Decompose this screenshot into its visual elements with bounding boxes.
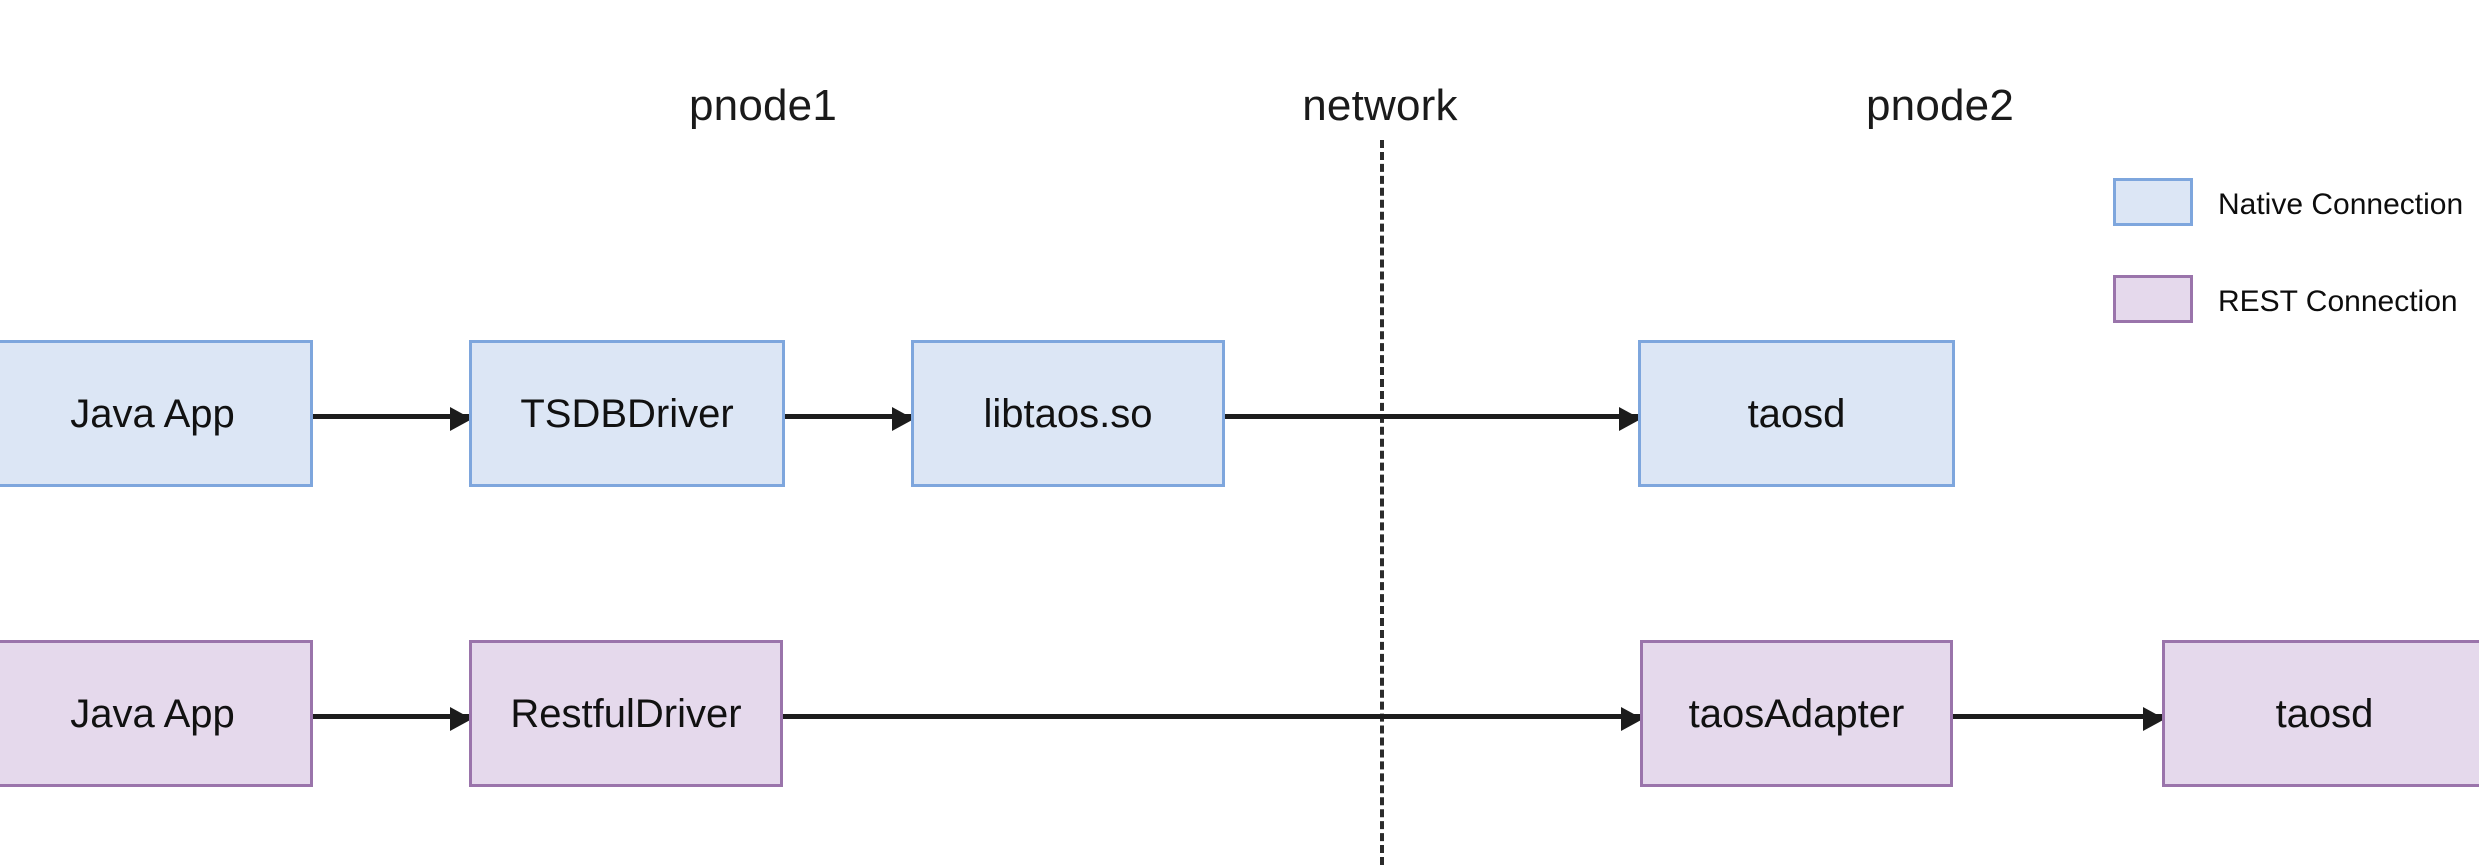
legend-item-rest-label: REST Connection [2218, 285, 2458, 318]
node-taosd-rest[interactable]: taosd [2162, 640, 2479, 787]
arrowhead-icon [1619, 407, 1641, 431]
network-boundary [1380, 140, 1384, 865]
node-java-app-rest[interactable]: Java App [0, 640, 313, 787]
arrowhead-icon [892, 407, 914, 431]
node-taosadapter[interactable]: taosAdapter [1640, 640, 1953, 787]
arrowhead-icon [450, 407, 472, 431]
edge-adapter-to-taosd [1953, 707, 2165, 731]
zone-label-pnode1: pnode1 [688, 81, 838, 130]
node-tsdbdriver[interactable]: TSDBDriver [469, 340, 785, 487]
zone-label-pnode2: pnode2 [1865, 81, 2015, 130]
node-java-app-native[interactable]: Java App [0, 340, 313, 487]
arrowhead-icon [2143, 707, 2165, 731]
legend-item-rest-swatch [2113, 275, 2193, 323]
zone-label-network: network [1302, 81, 1458, 130]
node-restfuldriver[interactable]: RestfulDriver [469, 640, 783, 787]
arrowhead-icon [450, 707, 472, 731]
node-taosd-native[interactable]: taosd [1638, 340, 1955, 487]
legend-item-native-label: Native Connection [2218, 188, 2464, 221]
edge-restfuldriver-to-adapter [783, 707, 1643, 731]
legend-item-native-swatch [2113, 178, 2193, 226]
arrowhead-icon [1621, 707, 1643, 731]
edge-libtaos-to-taosd [1225, 407, 1641, 431]
edge-javaapp-to-restfuldriver [313, 707, 472, 731]
edge-tsdbdriver-to-libtaos [785, 407, 914, 431]
node-libtaos-so[interactable]: libtaos.so [911, 340, 1225, 487]
edge-javaapp-to-tsdbdriver [313, 407, 472, 431]
